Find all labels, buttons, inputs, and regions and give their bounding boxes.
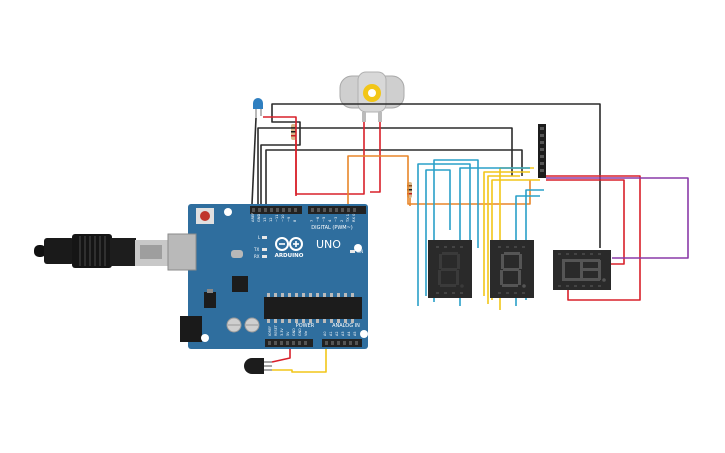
wires [251,103,689,373]
led-l-indicator [262,236,267,239]
led-tx-label: TX [253,247,259,252]
seven-segment-display-2[interactable] [490,240,534,298]
svg-text:4: 4 [328,219,332,222]
top-pin-labels: AREF GND 13 12 ~11 ~10 ~9 8 7 ~6 ~5 4 ~3… [251,213,356,223]
svg-text:TX 1: TX 1 [346,214,350,223]
svg-text:~10: ~10 [281,214,285,222]
voltage-regulator [204,292,216,308]
led-on-label: ON [357,249,363,254]
svg-text:RESET: RESET [274,324,278,336]
svg-text:A4: A4 [347,332,351,336]
svg-text:5V: 5V [286,331,290,336]
svg-text:~6: ~6 [316,216,320,222]
svg-text:A1: A1 [329,332,333,336]
analog-header-label: ANALOG IN [332,323,360,329]
led-tx-indicator [262,248,267,251]
svg-text:~3: ~3 [334,217,338,222]
usb-chip [232,276,248,292]
svg-text:GND: GND [298,328,302,336]
svg-text:~9: ~9 [287,216,291,222]
board-model-text: UNO [316,238,341,251]
led-rx-label: RX [254,254,260,259]
analog-header [322,339,362,347]
svg-text:3.3V: 3.3V [280,328,284,336]
pin-header[interactable] [538,124,546,178]
usb-cable[interactable] [34,234,169,268]
temperature-sensor[interactable] [244,358,272,374]
led-rx-indicator [262,255,267,258]
svg-text:8: 8 [293,219,297,222]
svg-text:A2: A2 [335,332,339,336]
power-pin-labels: IOREF RESET 3.3V 5V GND GND Vin [268,324,308,336]
svg-text:2: 2 [340,220,344,222]
svg-text:7: 7 [310,220,314,222]
svg-text:GND: GND [292,328,296,336]
svg-text:~5: ~5 [322,217,326,222]
analog-pin-labels: A0 A1 A2 A3 A4 A5 [323,332,357,336]
svg-text:A5: A5 [353,332,357,336]
svg-text:IOREF: IOREF [268,326,272,336]
svg-text:12: 12 [269,217,273,222]
arduino-uno-board[interactable]: AREF GND 13 12 ~11 ~10 ~9 8 7 ~6 ~5 4 ~3… [167,204,368,349]
svg-text:~11: ~11 [275,214,279,222]
led-on-indicator [350,250,355,253]
seven-segment-display-3[interactable] [553,250,611,290]
digital-header-label: DIGITAL (PWM~) [311,225,353,231]
svg-text:GND: GND [257,214,261,222]
led-l-label: L [258,235,261,240]
arduino-logo [275,237,303,251]
svg-text:A0: A0 [323,332,327,336]
blue-led[interactable] [253,98,263,118]
dc-motor[interactable] [339,71,405,122]
svg-text:Vin: Vin [304,331,308,336]
seven-segment-display-1[interactable] [428,240,472,298]
usb-jack [167,233,197,271]
svg-text:RX 0: RX 0 [352,213,356,222]
power-jack [180,316,202,342]
svg-text:13: 13 [263,217,267,222]
crystal [231,250,243,258]
svg-text:A3: A3 [341,332,345,336]
arduino-logo-text: ARDUINO [275,253,304,259]
power-header-label: POWER [296,323,315,329]
atmega-chip [264,297,362,319]
svg-text:AREF: AREF [251,213,255,222]
